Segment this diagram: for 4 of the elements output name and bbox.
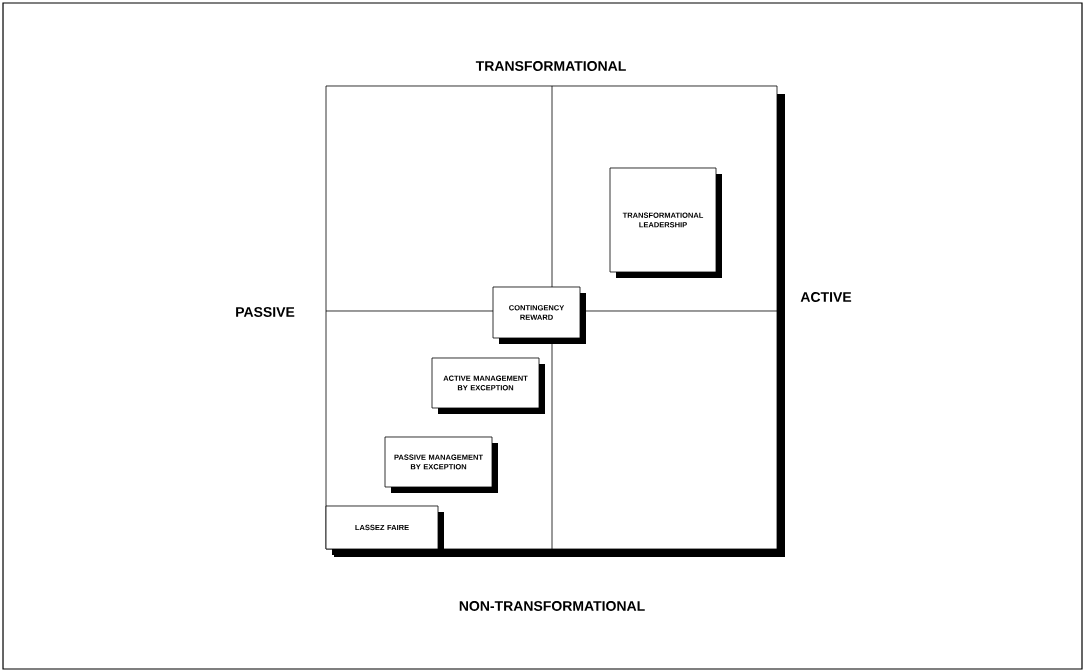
axis-label: ACTIVE xyxy=(800,292,852,302)
axis-label: NON-TRANSFORMATIONAL xyxy=(459,601,645,611)
axis-label: TRANSFORMATIONAL xyxy=(475,61,626,71)
axis-label: PASSIVE xyxy=(236,307,295,317)
